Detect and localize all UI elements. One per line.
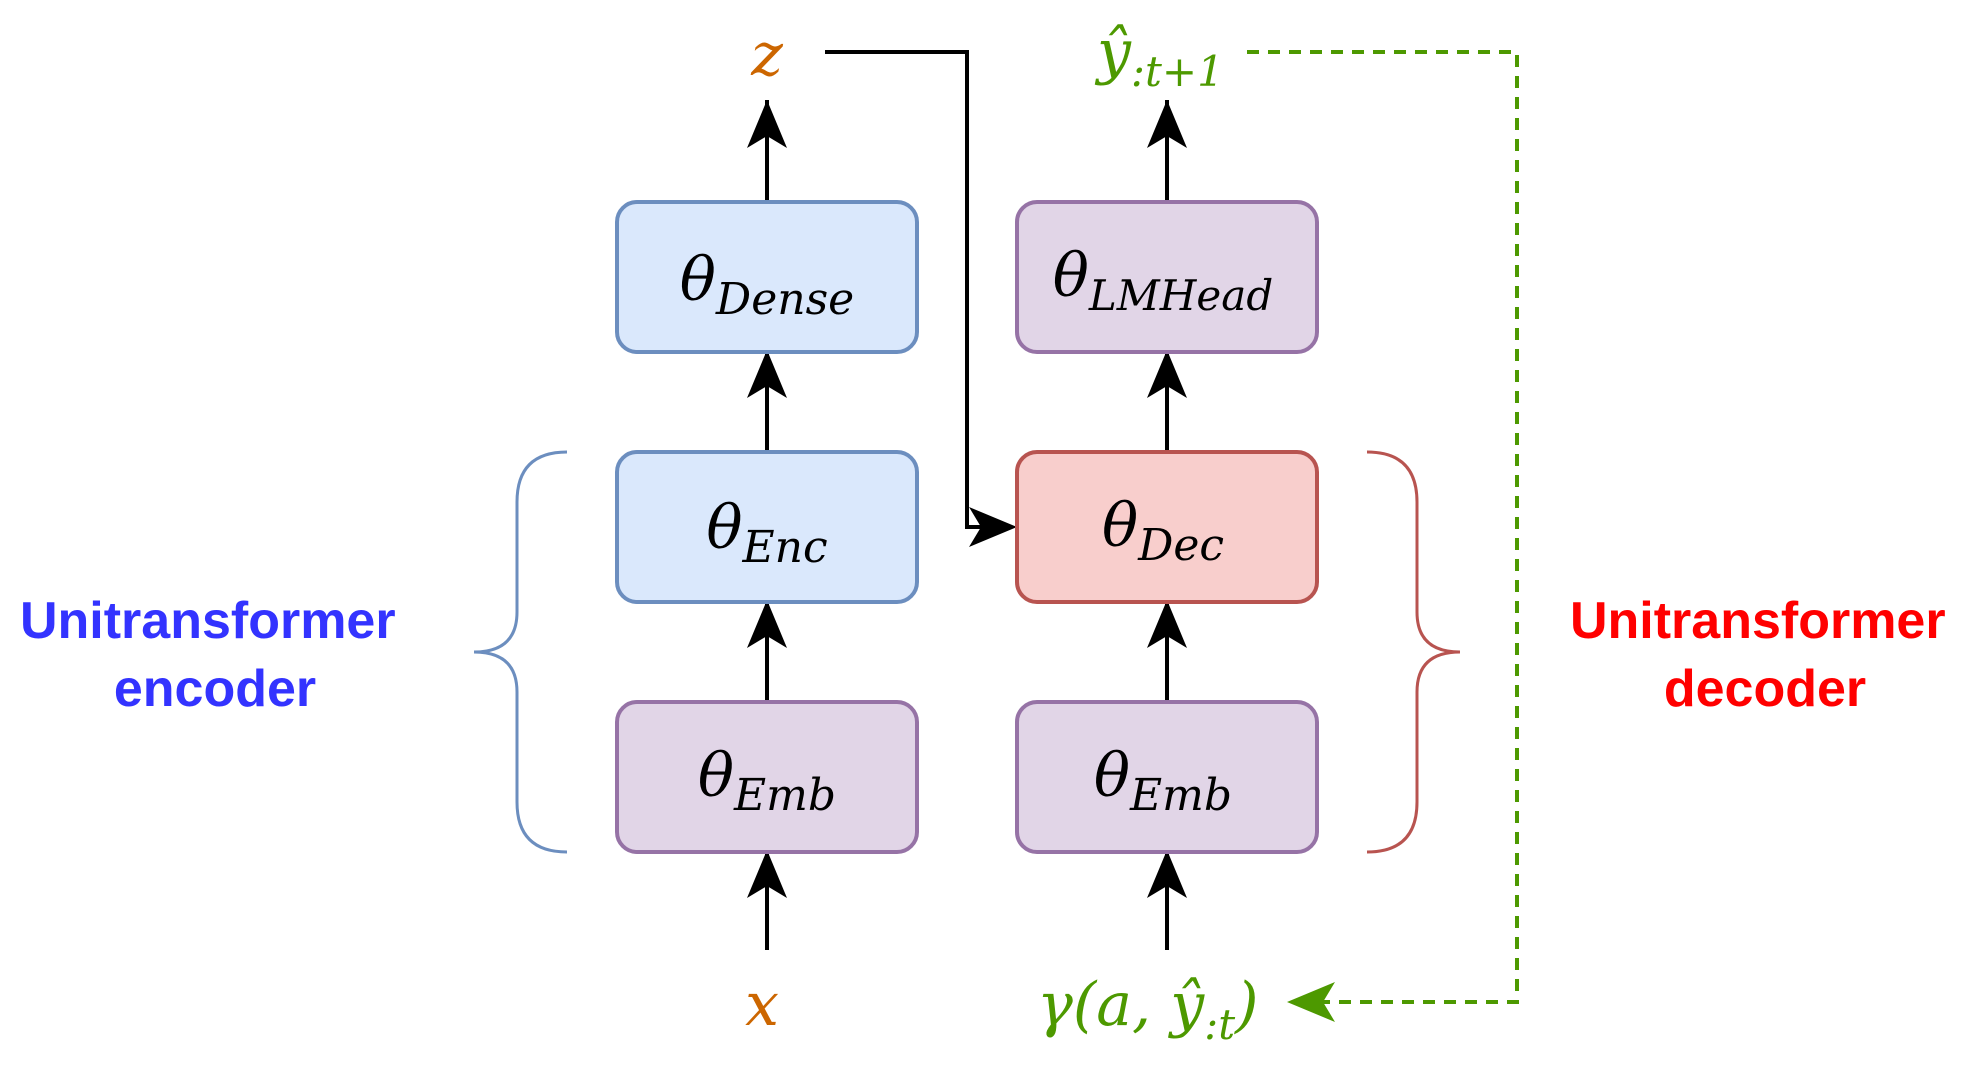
enc-emb-symbol: θ [698,741,734,811]
decoder-output: ŷ:t+1 [1094,17,1224,96]
encoder-brace [473,450,568,854]
decoder-label: Unitransformer decoder [1570,592,1960,718]
decoder-output-var: ŷ [1094,17,1132,87]
dec-subscript: Dec [1137,520,1224,571]
svg-text:θLMHead: θLMHead [1053,241,1273,320]
enc-symbol: θ [706,493,742,563]
feedback-arrowhead [1287,982,1335,1022]
decoder-output-sub: :t+1 [1131,47,1224,96]
svg-text:θEmb: θEmb [698,741,836,821]
encoder-label: Unitransformer encoder [20,592,410,718]
enc-emb-subscript: Emb [733,770,836,821]
encoder-enc-block: θEnc [615,450,919,604]
encoder-label-line2: encoder [114,660,316,718]
decoder-input: γ(a, ŷ:t) [1037,970,1259,1049]
decoder-input-var: ŷ [1167,970,1205,1040]
dec-emb-subscript: Emb [1129,770,1232,821]
svg-text:θEmb: θEmb [1094,741,1232,821]
encoder-arrowheads [747,100,787,898]
decoder-brace [1366,450,1461,854]
decoder-input-prefix: γ(a, [1037,970,1170,1040]
decoder-input-sub: :t [1204,1000,1235,1049]
dense-symbol: θ [680,245,716,315]
lmhead-subscript: LMHead [1088,271,1273,320]
output-z: z [750,20,783,90]
decoder-arrowheads [1147,100,1187,898]
decoder-label-line2: decoder [1664,660,1866,718]
enc-subscript: Enc [742,522,828,573]
decoder-label-line1: Unitransformer [1570,592,1946,650]
dec-symbol: θ [1102,491,1138,561]
decoder-emb-block: θEmb [1015,700,1319,854]
feedback-loop-connector [1247,50,1519,1004]
input-x: x [745,970,779,1040]
dec-emb-symbol: θ [1094,741,1130,811]
svg-text:θDec: θDec [1102,491,1224,571]
decoder-input-suffix: ) [1233,970,1258,1040]
z-connector-arrowhead [969,507,1017,547]
encoder-label-line1: Unitransformer [20,592,396,650]
encoder-dense-block: θDense [615,200,919,354]
decoder-dec-block: θDec [1015,450,1319,604]
lmhead-symbol: θ [1053,241,1089,311]
dense-subscript: Dense [715,274,854,325]
svg-text:θDense: θDense [680,245,854,325]
svg-text:θEnc: θEnc [706,493,827,573]
encoder-emb-block: θEmb [615,700,919,854]
decoder-lmhead-block: θLMHead [1015,200,1319,354]
